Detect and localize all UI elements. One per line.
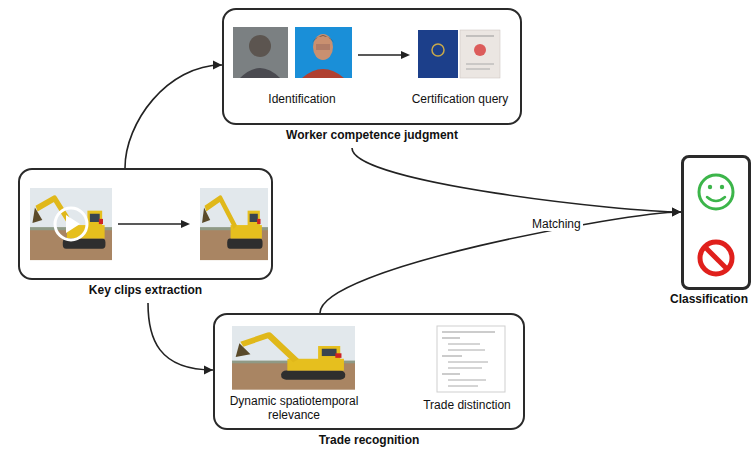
group-heading: Trade recognition (215, 433, 523, 447)
connector-arrow (125, 61, 222, 169)
group-box: Dynamic spatiotemporal relevance Trade di… (213, 313, 525, 430)
arrowhead (672, 208, 681, 217)
photo-caption: Certification query (404, 92, 516, 106)
connector-line (125, 65, 222, 168)
photo-caption: Identification (232, 92, 372, 106)
connector-line (320, 212, 681, 313)
connector-arrow (352, 148, 681, 217)
group-box: IdentificationCertification queryWorker … (222, 8, 522, 125)
group-heading: Key clips extraction (20, 283, 271, 297)
group-heading: Worker competence judgment (224, 128, 520, 142)
connector-arrow (148, 303, 213, 375)
group-box: Key clips extraction (18, 168, 273, 280)
play-button (55, 208, 87, 240)
certificate-cover (418, 30, 458, 78)
photo-caption: Dynamic spatiotemporal relevance (223, 394, 365, 422)
group-box: Classification (681, 155, 751, 290)
document-icon (437, 326, 505, 392)
certificate-page (460, 30, 500, 78)
prohibition-icon (700, 242, 732, 274)
arrowhead (213, 61, 222, 70)
connector-arrow (320, 208, 681, 314)
blurred-photo (233, 27, 288, 78)
smiley-icon (699, 175, 733, 209)
edge-label: Matching (530, 217, 583, 231)
photo-caption: Trade distinction (415, 398, 519, 412)
arrowhead (204, 366, 213, 375)
arrowhead (672, 208, 681, 217)
id-photo (295, 27, 352, 78)
group-heading: Classification (670, 292, 748, 306)
connector-line (352, 148, 681, 212)
connector-line (148, 303, 213, 370)
